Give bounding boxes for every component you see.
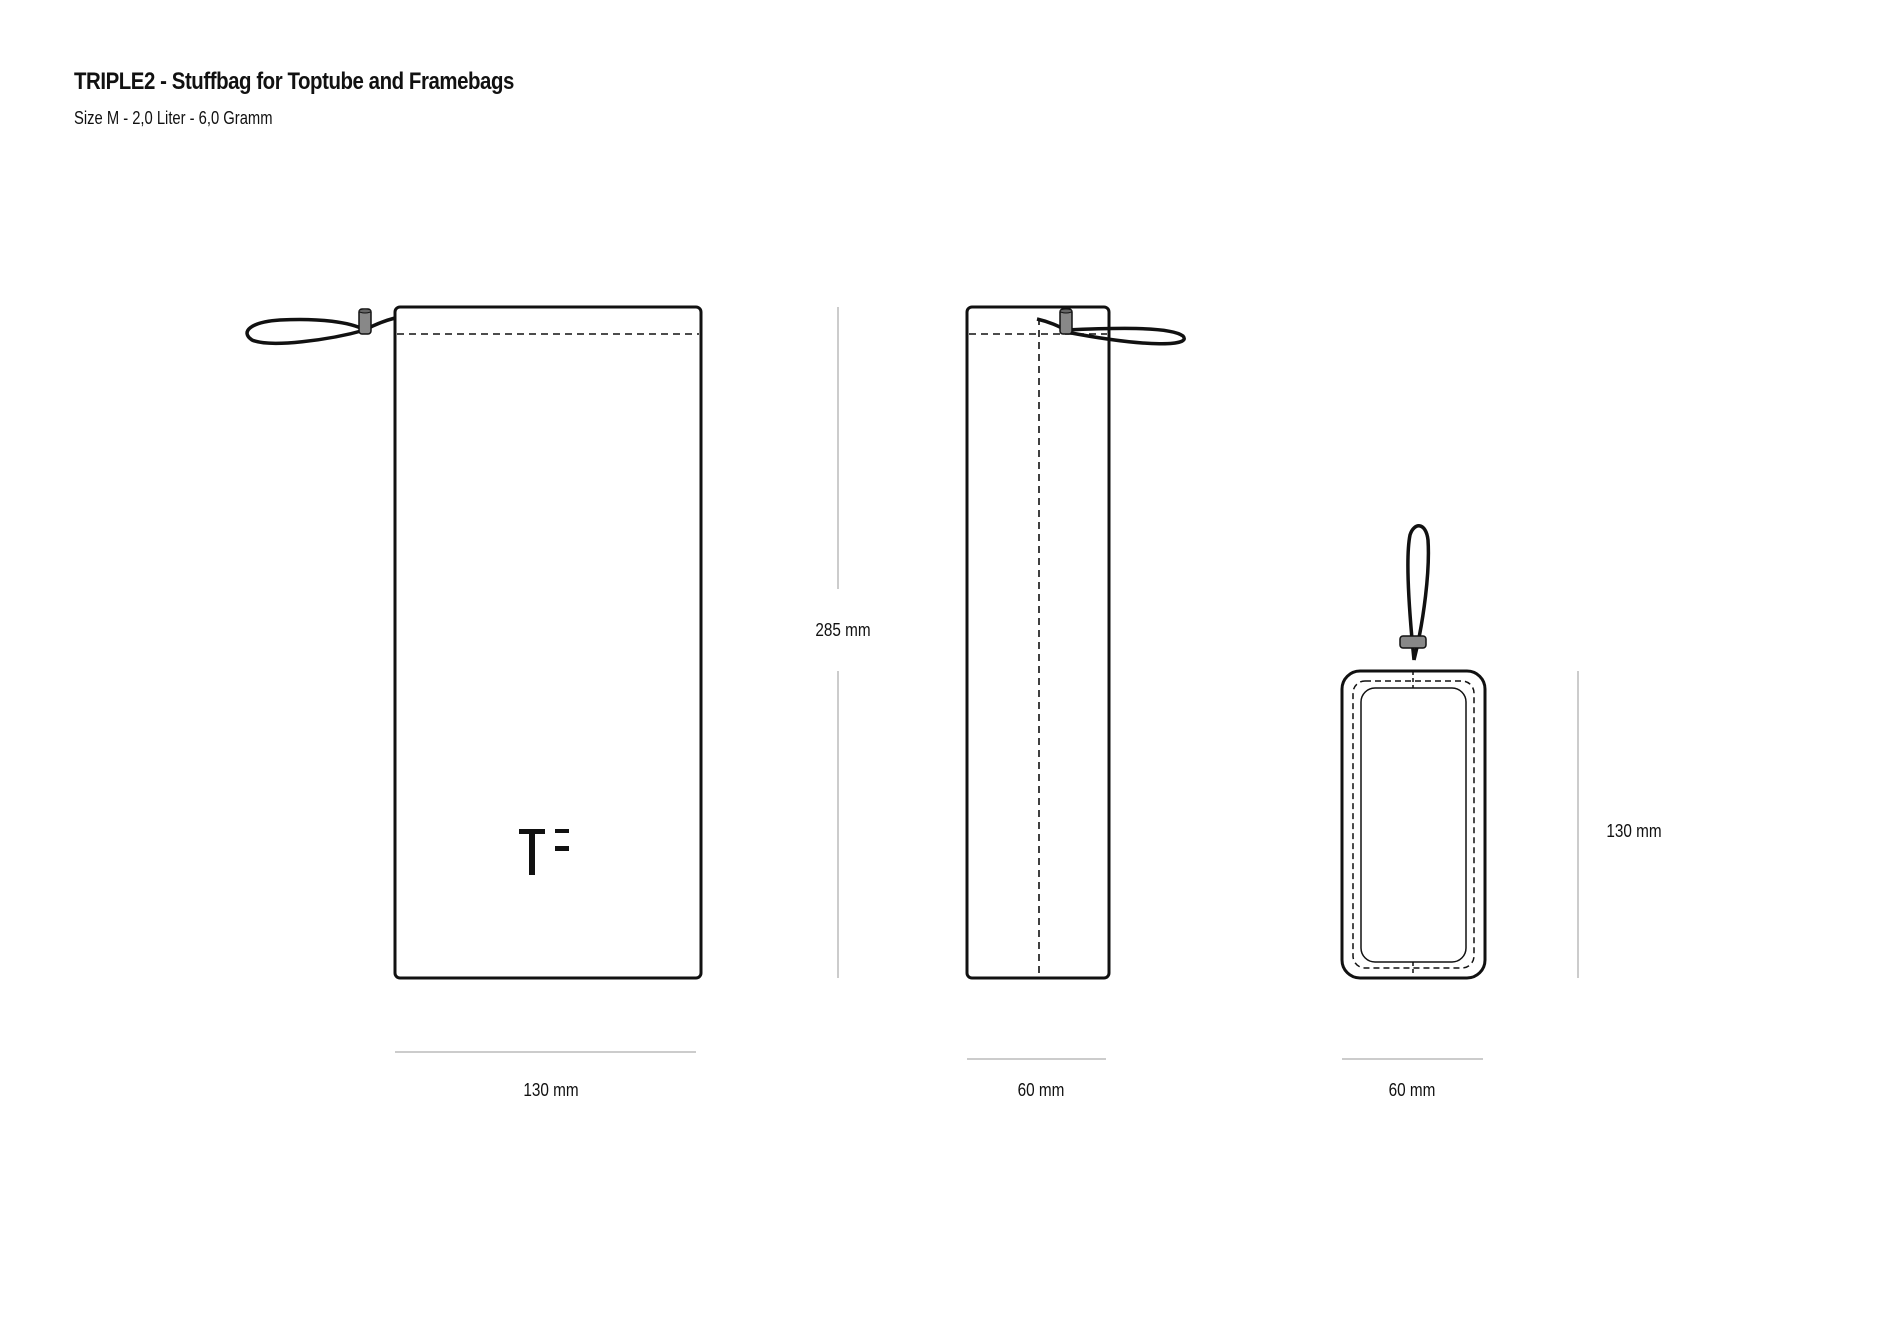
cord-lock-icon — [358, 308, 372, 335]
page-subtitle: Size M - 2,0 Liter - 6,0 Gramm — [74, 108, 273, 128]
bottom-width-label: 60 mm — [1388, 1080, 1436, 1100]
side-view-bag — [965, 305, 1186, 980]
cord-lock-icon — [1399, 635, 1427, 649]
front-view-bag — [245, 305, 703, 980]
bottom-height-label: 130 mm — [1606, 821, 1662, 841]
side-width-label: 60 mm — [1017, 1080, 1065, 1100]
front-width-label: 130 mm — [523, 1080, 579, 1100]
bottom-view-bag — [1340, 524, 1487, 980]
cord-lock-icon — [1059, 308, 1073, 335]
brand-logo — [519, 829, 569, 875]
page-title: TRIPLE2 - Stuffbag for Toptube and Frame… — [74, 68, 514, 95]
front-height-label: 285 mm — [815, 620, 871, 640]
